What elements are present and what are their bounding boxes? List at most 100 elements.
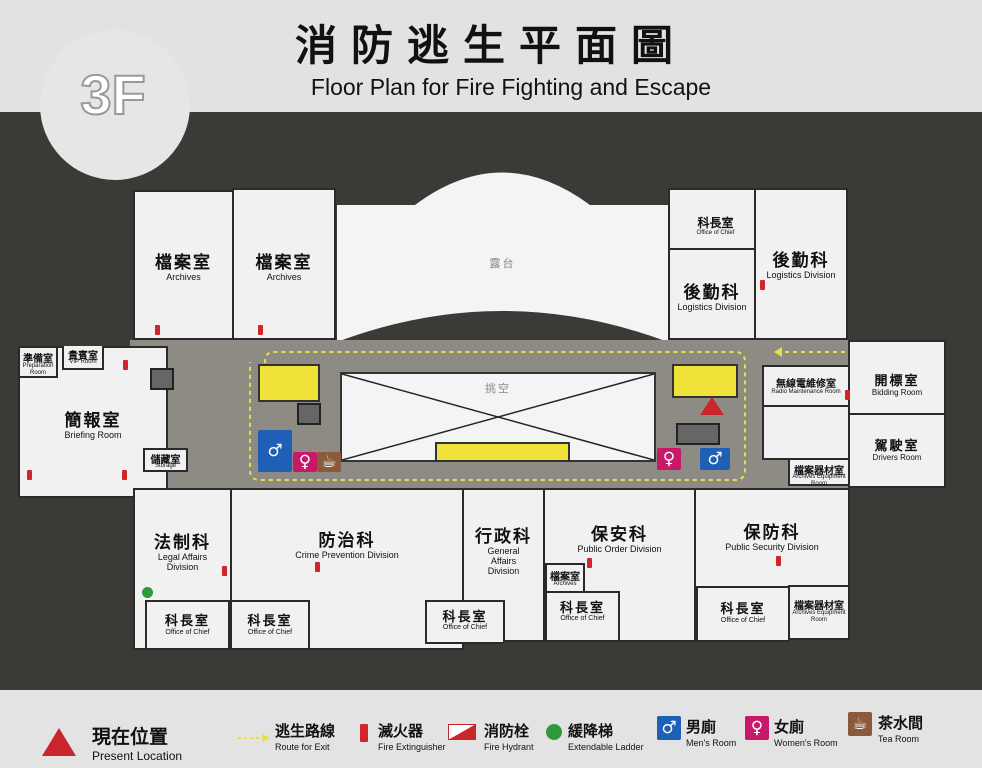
fire-extinguisher-marker bbox=[845, 390, 850, 400]
legend-route-en: Route for Exit bbox=[275, 742, 330, 752]
present-location-icon bbox=[42, 728, 76, 756]
fire-extinguisher-marker bbox=[27, 470, 32, 480]
room-archives-1: 檔案室 Archives bbox=[133, 190, 234, 340]
staircase-center bbox=[435, 442, 570, 462]
fire-extinguisher-marker bbox=[760, 280, 765, 290]
room-name: 防治科 bbox=[318, 531, 376, 551]
legend-hydrant-zh: 消防栓 bbox=[484, 722, 530, 740]
room-name-en: Logistics Division bbox=[766, 270, 836, 280]
room-name: 法制科 bbox=[154, 533, 211, 553]
legend-extinguisher-zh: 滅火器 bbox=[378, 722, 424, 740]
room-name-en: Archives bbox=[166, 272, 201, 282]
room-archives-equipment-1: 檔案器材室 Archives Equipment Room bbox=[788, 458, 850, 487]
room-bidding: 開標室 Bidding Room bbox=[848, 340, 946, 415]
room-unlabeled bbox=[762, 405, 850, 460]
legend-route-zh: 逃生路線 bbox=[275, 722, 336, 740]
room-name-en: Archives bbox=[553, 581, 577, 587]
room-name: 檔案室 bbox=[550, 572, 580, 583]
extendable-ladder-icon bbox=[546, 724, 562, 740]
fire-extinguisher-marker bbox=[258, 325, 263, 335]
room-logistics-2: 後勤科 Logistics Division bbox=[754, 188, 848, 340]
legend-tea-en: Tea Room bbox=[878, 734, 920, 744]
room-vip: 貴賓室 VIP Room bbox=[62, 346, 104, 370]
elevator-icon bbox=[676, 423, 720, 445]
fire-extinguisher-marker bbox=[315, 562, 320, 572]
legend-women-en: Women's Room bbox=[774, 738, 838, 748]
room-chief-legal: 科長室 Office of Chief bbox=[145, 600, 230, 650]
room-name: 後勤科 bbox=[772, 251, 830, 271]
elevator-icon bbox=[297, 403, 321, 425]
floor-label: 3F bbox=[79, 62, 146, 127]
room-name-en: Public Order Division bbox=[577, 544, 662, 554]
title-english: Floor Plan for Fire Fighting and Escape bbox=[310, 74, 712, 100]
room-name: 開標室 bbox=[874, 374, 920, 389]
room-name: 貴賓室 bbox=[68, 351, 98, 362]
mens-room-icon: ♂ bbox=[258, 430, 292, 472]
room-name: 科長室 bbox=[559, 601, 605, 616]
room-name: 檔案室 bbox=[155, 253, 212, 273]
room-name-en: Logistics Division bbox=[677, 302, 747, 312]
room-name-en: Archives Equipment Room bbox=[792, 610, 846, 623]
balcony-label: 露台 bbox=[489, 257, 516, 270]
fire-extinguisher-marker bbox=[123, 360, 128, 370]
room-name-en: Office of Chief bbox=[442, 624, 488, 631]
route-arrow-icon bbox=[238, 734, 270, 742]
room-name: 簡報室 bbox=[64, 411, 122, 431]
room-name-en: Office of Chief bbox=[696, 230, 735, 236]
legend-men-en: Men's Room bbox=[686, 738, 737, 748]
floor-badge bbox=[40, 30, 190, 180]
legend-present-en: Present Location bbox=[92, 749, 183, 763]
room-chief-order: 科長室 Office of Chief bbox=[545, 591, 620, 642]
room-archives-small: 檔案室 Archives bbox=[545, 563, 585, 593]
room-name: 行政科 bbox=[475, 527, 532, 547]
fire-extinguisher-marker bbox=[587, 558, 592, 568]
fire-extinguisher-marker bbox=[776, 556, 781, 566]
room-name: 儲藏室 bbox=[150, 455, 181, 466]
room-name: 科長室 bbox=[247, 614, 293, 629]
room-name-en: Briefing Room bbox=[64, 430, 122, 440]
legend-tea-zh: 茶水間 bbox=[878, 714, 924, 732]
room-name-en: Office of Chief bbox=[560, 615, 605, 622]
room-radio-maintenance: 無線電維修室 Radio Maintenance Room bbox=[762, 365, 850, 407]
room-archives-2: 檔案室 Archives bbox=[232, 188, 336, 340]
womens-room-icon: ♀ bbox=[657, 448, 681, 470]
staircase-east bbox=[672, 364, 738, 398]
room-name-en: Drivers Room bbox=[872, 453, 922, 462]
extendable-ladder-marker bbox=[142, 587, 153, 598]
room-chief-security: 科長室 Office of Chief bbox=[696, 586, 790, 642]
room-preparation: 準備室 Preparation Room bbox=[18, 346, 58, 378]
room-name: 無線電維修室 bbox=[776, 379, 836, 390]
legend-ladder-zh: 緩降梯 bbox=[568, 722, 614, 740]
room-name: 準備室 bbox=[23, 354, 53, 365]
room-name: 科長室 bbox=[697, 216, 734, 230]
womens-room-icon: ♀ bbox=[293, 452, 317, 472]
room-storage: 儲藏室 Storage bbox=[143, 448, 188, 472]
legend-hydrant-en: Fire Hydrant bbox=[484, 742, 534, 752]
room-name-en: Storage bbox=[154, 463, 176, 469]
room-name-en: Bidding Room bbox=[871, 388, 923, 397]
room-name-en: Office of Chief bbox=[165, 629, 210, 636]
room-name: 後勤科 bbox=[683, 283, 741, 303]
room-name-en: Office of Chief bbox=[720, 617, 766, 624]
fire-hydrant-icon bbox=[448, 724, 476, 740]
room-chief-general: 科長室 Office of Chief bbox=[425, 600, 505, 644]
fire-extinguisher-marker bbox=[155, 325, 160, 335]
tea-room-icon: ☕ bbox=[317, 452, 341, 472]
present-location-marker bbox=[700, 397, 724, 415]
fire-extinguisher-icon bbox=[360, 724, 368, 742]
room-name-en: Legal Affairs Division bbox=[157, 552, 208, 572]
mens-room-icon: ♂ bbox=[700, 448, 730, 470]
room-drivers: 駕駛室 Drivers Room bbox=[848, 413, 946, 488]
elevator-icon bbox=[150, 368, 174, 390]
legend-present-zh: 現在位置 bbox=[92, 726, 169, 748]
staircase-west bbox=[258, 364, 320, 402]
room-name-en: Crime Prevention Division bbox=[295, 550, 399, 560]
room-name: 科長室 bbox=[442, 610, 488, 625]
legend-extinguisher-en: Fire Extinguisher bbox=[378, 742, 446, 752]
room-name: 保安科 bbox=[591, 525, 648, 545]
legend-ladder-en: Extendable Ladder bbox=[568, 742, 644, 752]
room-name-en: Archives bbox=[266, 272, 302, 282]
room-name: 駕駛室 bbox=[874, 439, 920, 454]
room-chief-crime: 科長室 Office of Chief bbox=[230, 600, 310, 650]
void-label: 挑空 bbox=[485, 382, 511, 395]
